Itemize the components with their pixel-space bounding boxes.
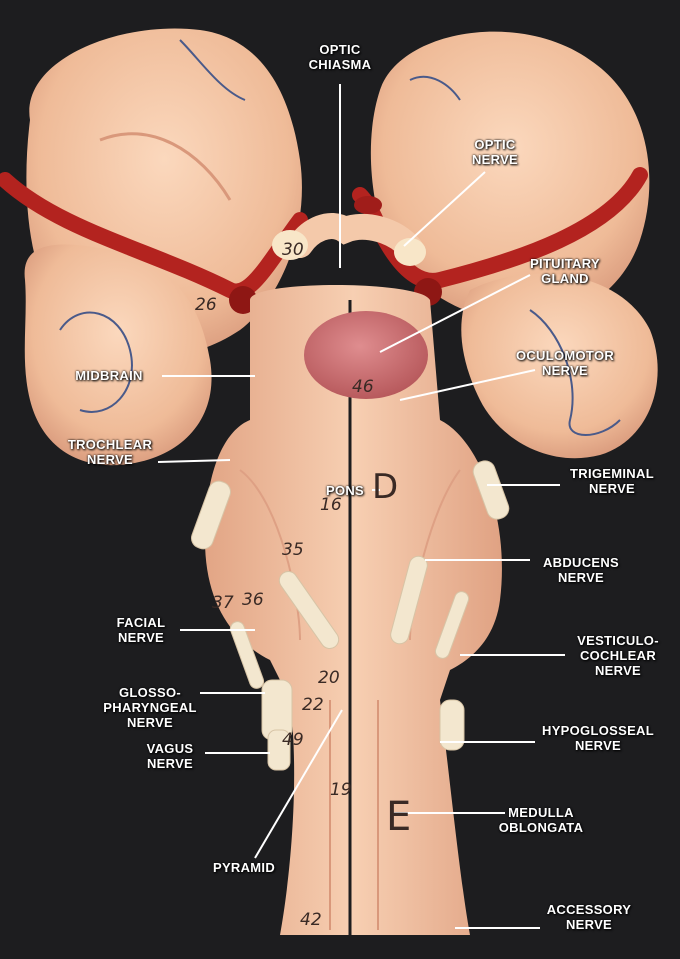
model-number: 46: [352, 377, 374, 397]
label-pons: PONS: [325, 483, 365, 498]
brainstem: [205, 285, 502, 935]
right-temporal-lobe: [370, 31, 658, 459]
model-number: 37: [212, 593, 234, 613]
label-midbrain: MIDBRAIN: [75, 368, 143, 383]
model-number: 35: [282, 540, 304, 560]
model-number: 16: [320, 495, 342, 515]
model-number: 36: [242, 590, 264, 610]
model-number: 22: [302, 695, 324, 715]
model-letter: D: [372, 467, 398, 507]
left-temporal-lobe: [24, 28, 302, 466]
model-number: 42: [300, 910, 322, 930]
model-number: 30: [282, 240, 304, 260]
label-pyramid: PYRAMID: [212, 860, 276, 875]
cranial-nerves: [191, 460, 510, 771]
model-letter: E: [386, 794, 411, 840]
model-number: 26: [195, 295, 217, 315]
pituitary-shape: [304, 311, 428, 399]
model-number: 19: [330, 780, 352, 800]
model-number: 20: [318, 668, 340, 688]
model-number: 49: [282, 730, 304, 750]
optic-structures: [272, 213, 426, 266]
